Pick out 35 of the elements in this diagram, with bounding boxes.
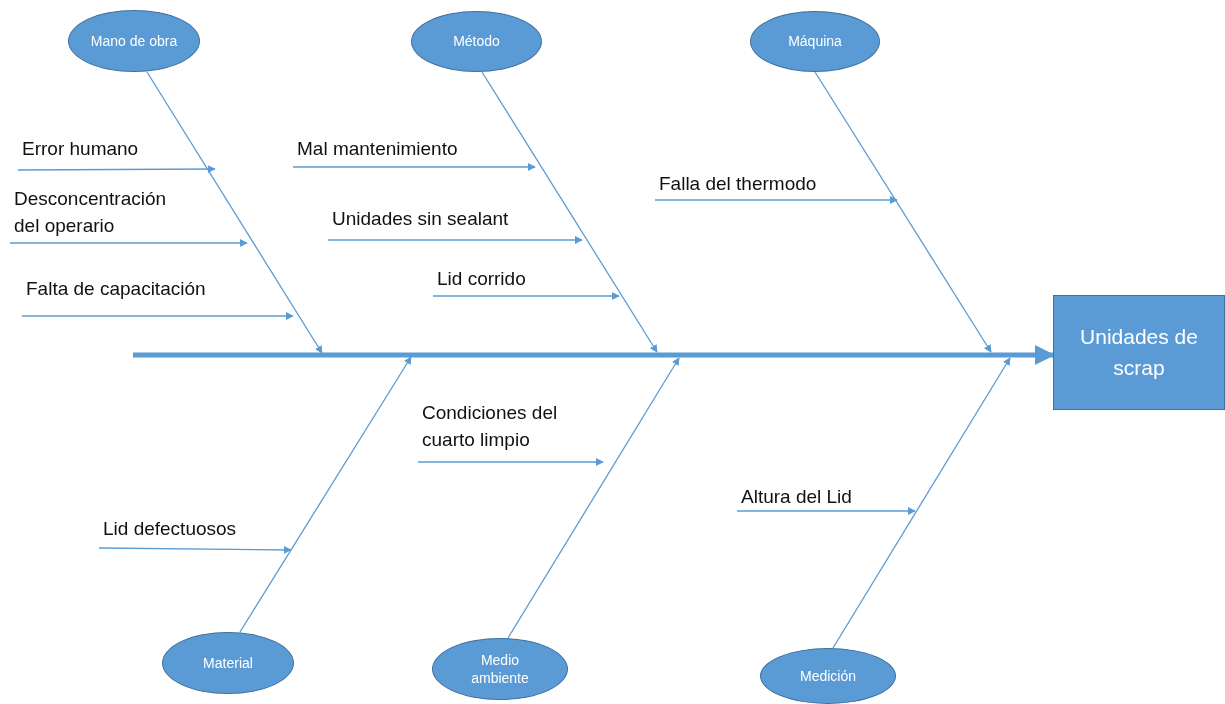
arrow [417, 458, 604, 466]
category-label: Medio ambiente [470, 650, 530, 688]
arrow [832, 357, 1011, 649]
category-label: Mano de obra [90, 31, 178, 51]
cause-label: Falta de capacitación [26, 277, 207, 301]
arrow [98, 546, 292, 554]
spine-arrow [133, 345, 1055, 365]
arrow [21, 312, 294, 320]
cause-label: Condiciones del cuarto limpio [422, 401, 559, 452]
cause-label: Lid defectuosos [103, 517, 238, 541]
cause-label: Falla del thermodo [659, 172, 818, 196]
arrow [9, 239, 248, 247]
arrow [327, 236, 583, 244]
cause-label: Altura del Lid [741, 485, 853, 509]
arrow [17, 165, 216, 173]
effect-box [1053, 295, 1225, 410]
arrow [292, 163, 536, 171]
arrow [507, 357, 680, 639]
cause-label: Unidades sin sealant [332, 207, 510, 231]
arrow [432, 292, 620, 300]
arrow [736, 507, 916, 515]
arrow [239, 356, 412, 633]
cause-label: Lid corrido [437, 267, 527, 291]
category-label: Método [453, 32, 500, 51]
arrow [146, 71, 323, 354]
cause-label: Mal mantenimiento [297, 137, 459, 161]
arrow [814, 71, 992, 353]
arrow [481, 71, 658, 353]
effect-label: Unidades de scrap [1079, 324, 1199, 381]
category-label: Máquina [788, 32, 842, 51]
category-label: Material [203, 653, 253, 673]
cause-label: Error humano [22, 137, 140, 161]
category-label: Medición [800, 666, 856, 686]
arrow [654, 196, 898, 204]
cause-label: Desconcentración del operario [14, 187, 168, 238]
